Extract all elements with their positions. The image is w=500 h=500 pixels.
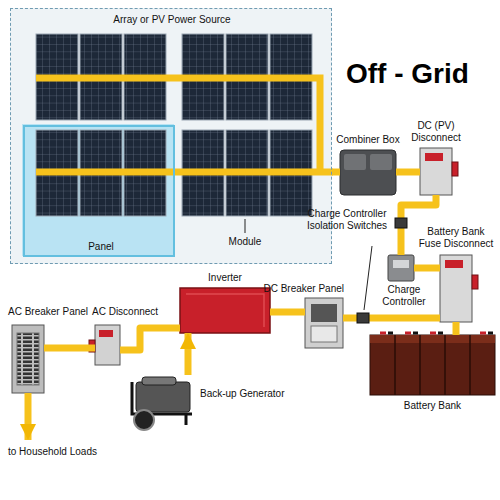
region-box: Array or PV Power SourcePanel (10, 8, 332, 264)
callout-label: Charge Controller Isolation Switches (302, 208, 392, 232)
power-wire (44, 345, 95, 352)
dc-breaker-panel (305, 298, 343, 348)
switch-handle (472, 275, 478, 289)
power-wire (270, 309, 305, 316)
isolation-switch (357, 313, 369, 323)
inverter-edge (186, 294, 264, 327)
region-label: Array or PV Power Source (11, 14, 333, 26)
device-box: AC Breaker Panel (12, 325, 44, 393)
isolation-switch (395, 218, 407, 228)
breaker-rows (17, 333, 39, 385)
device-label: AC Breaker Panel (8, 306, 92, 318)
part-label: Module (222, 236, 268, 248)
combiner-lid (344, 154, 366, 170)
fuse-disconnect (440, 255, 472, 322)
device-label: DC (PV) Disconnect (404, 120, 468, 144)
inverter-box (180, 288, 270, 333)
device-box: DC (PV) Disconnect (420, 148, 452, 195)
warning-sticker (99, 330, 113, 337)
region-label: Panel (25, 241, 177, 253)
power-wire (453, 322, 460, 335)
combiner-lid (370, 154, 392, 170)
battery-top (370, 335, 495, 343)
load-wire (25, 393, 32, 440)
breaker-row (311, 304, 337, 322)
diagram-title: Off - Grid (346, 58, 496, 90)
power-wire (396, 169, 420, 176)
leader-line (245, 219, 246, 233)
device-box: DC Breaker Panel (305, 298, 343, 348)
device-label: Inverter (180, 272, 270, 284)
generator-body (136, 382, 190, 412)
warning-sticker (425, 153, 443, 161)
device-label: Battery Bank (370, 400, 495, 412)
generator-leg (185, 414, 188, 425)
generator-frame (132, 382, 192, 414)
combiner-box (340, 150, 396, 195)
device-box: Back-up Generator (130, 375, 195, 420)
array-ground (10, 8, 332, 264)
breaker-door (311, 326, 337, 342)
device-label: DC Breaker Panel (258, 283, 344, 295)
device-box: Battery Bank Fuse Disconnect (440, 255, 472, 322)
device-box: Charge Controller (388, 255, 414, 281)
device-label: AC Disconnect (92, 306, 168, 318)
panel-ground (22, 124, 174, 256)
power-wire (414, 265, 440, 272)
device-label: Back-up Generator (200, 388, 300, 400)
device-box: Battery Bank (370, 335, 495, 395)
generator-tank (142, 377, 176, 385)
charge-controller (388, 255, 414, 281)
power-wire (120, 328, 180, 350)
generator-wheel (134, 410, 154, 430)
device-box: Combiner Box (340, 150, 396, 195)
region-box: Panel (23, 125, 175, 257)
device-label: Combiner Box (333, 134, 403, 146)
power-wire (185, 333, 192, 375)
device-label: Battery Bank Fuse Disconnect (416, 226, 496, 250)
note-label: to Household Loads (8, 446, 118, 458)
ac-breaker-panel (12, 325, 44, 393)
warning-sticker (445, 260, 463, 268)
device-box: Inverter (180, 288, 270, 333)
switch-handle (452, 162, 458, 176)
battery-bank (370, 335, 495, 395)
battery-post (380, 332, 486, 335)
cell-divider (395, 335, 470, 395)
controller-display (393, 260, 409, 268)
battery-post (388, 332, 493, 335)
ac-disconnect (95, 325, 120, 365)
power-wire (332, 169, 340, 176)
leader-line (364, 246, 372, 310)
disconnect-switch (420, 148, 452, 195)
device-label: Charge Controller (376, 284, 432, 308)
device-box: AC Disconnect (95, 325, 120, 365)
